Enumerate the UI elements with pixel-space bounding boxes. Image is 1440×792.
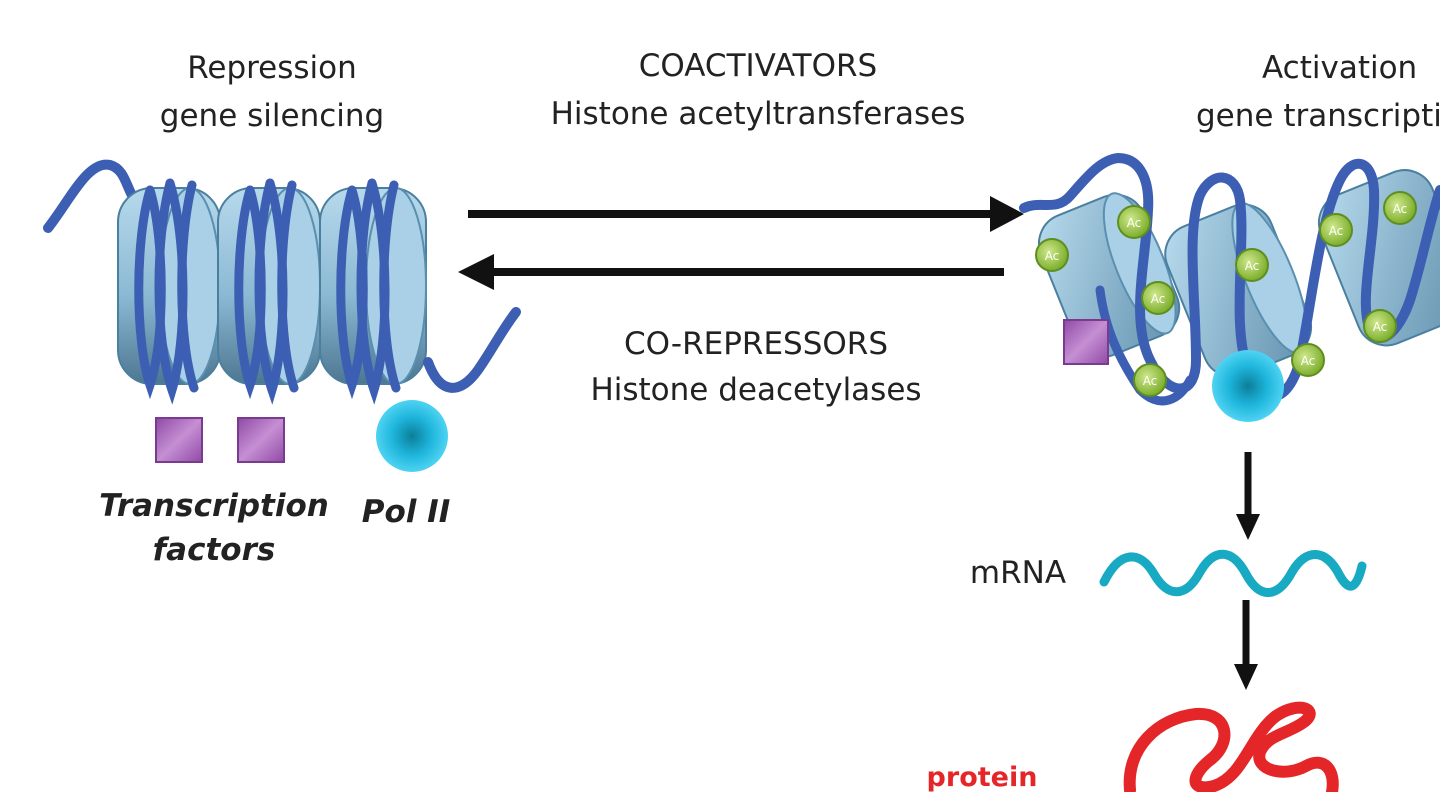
acetyl-tags: Ac Ac Ac Ac Ac Ac Ac Ac Ac [1035, 191, 1417, 397]
dna-strand-open [1019, 152, 1440, 402]
histone-2 [217, 187, 321, 385]
acetyl-tag-label: Ac [1301, 354, 1316, 368]
dna-strand-left-tail [43, 159, 145, 233]
forward-arrow-head [990, 196, 1024, 232]
acetyl-tag-label: Ac [1143, 374, 1158, 388]
acetyl-tag: Ac [1117, 205, 1151, 239]
mrna-label: mRNA [970, 555, 1066, 591]
repression-subtitle: gene silencing [160, 98, 384, 134]
acetyl-tag: Ac [1383, 191, 1417, 225]
acetyl-tag-label: Ac [1373, 320, 1388, 334]
transcription-factor-square-2 [237, 417, 285, 463]
acetyl-tag: Ac [1363, 309, 1397, 343]
protein-label: protein [927, 762, 1038, 792]
histone-1 [117, 187, 221, 385]
transcription-factor-square-active [1063, 319, 1109, 365]
acetyl-tag-label: Ac [1245, 259, 1260, 273]
repression-title: Repression [187, 50, 357, 86]
mrna-strand [1099, 549, 1367, 597]
acetyl-tag-label: Ac [1329, 224, 1344, 238]
acetyl-tag-label: Ac [1045, 249, 1060, 263]
transcription-factor-square-1 [155, 417, 203, 463]
condensed-chromatin [43, 159, 521, 405]
acetyl-tag-label: Ac [1151, 292, 1166, 306]
acetyl-tag: Ac [1035, 238, 1069, 272]
acetyl-tag-label: Ac [1393, 202, 1408, 216]
activation-subtitle: gene transcription [1196, 98, 1440, 134]
arrow-to-protein-head [1234, 664, 1258, 690]
acetyl-tag: Ac [1133, 363, 1167, 397]
coactivators-title: COACTIVATORS [639, 48, 877, 84]
dna-wraps [134, 178, 401, 405]
activation-title: Activation [1262, 50, 1417, 86]
arrow-to-mrna-head [1236, 514, 1260, 540]
acetyl-tag-label: Ac [1127, 216, 1142, 230]
protein-chain [1123, 701, 1339, 792]
transcription-factors-label-line2: factors [153, 532, 276, 568]
repression-header: Repression gene silencing [160, 50, 384, 134]
acetyl-tag: Ac [1319, 213, 1353, 247]
reverse-arrow-head [458, 254, 494, 290]
histone-3 [319, 187, 427, 385]
transcription-factors-label-line1: Transcription [99, 488, 329, 524]
acetyl-tag: Ac [1291, 343, 1325, 377]
corepressors-subtitle: Histone deacetylases [590, 372, 921, 408]
acetyl-tag: Ac [1141, 281, 1175, 315]
pol2-circle-active [1212, 350, 1284, 422]
dna-strand-right-tail [423, 307, 521, 393]
pol2-circle [376, 400, 448, 472]
pol2-label: Pol II [362, 494, 451, 530]
coactivators-subtitle: Histone acetyltransferases [551, 96, 966, 132]
acetyl-tag: Ac [1235, 248, 1269, 282]
corepressors-title: CO-REPRESSORS [624, 326, 888, 362]
